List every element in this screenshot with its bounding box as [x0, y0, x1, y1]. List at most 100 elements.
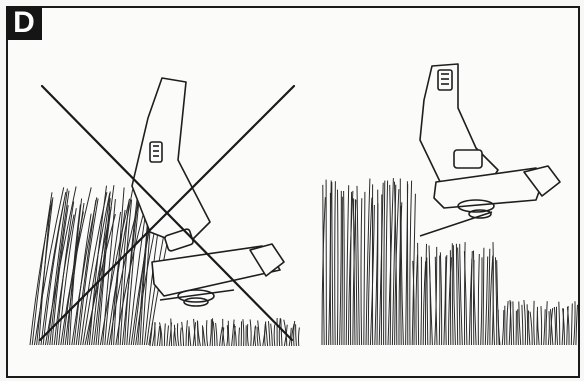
grass-blade — [385, 180, 389, 346]
grass-blade — [99, 198, 131, 346]
grass-blade — [188, 326, 192, 347]
grass-blade — [562, 308, 565, 346]
grass-blade — [555, 306, 558, 346]
grass-blade — [529, 311, 533, 346]
grass-blade — [570, 303, 573, 346]
grass-blade — [115, 209, 145, 346]
grass-blade — [329, 180, 332, 346]
grass-blade — [238, 327, 240, 347]
grass-blade — [489, 255, 494, 346]
grass-blade — [193, 318, 197, 347]
grass-blade — [119, 199, 133, 346]
grass-blade — [104, 211, 122, 346]
grass-blade — [265, 322, 269, 347]
cut-grass-right — [412, 242, 578, 346]
grass-blade — [221, 327, 225, 347]
grass-blade — [51, 205, 69, 346]
grass-blade — [575, 304, 578, 346]
grass-blade — [233, 323, 237, 347]
grass-blade — [55, 201, 75, 346]
grass-blade — [339, 190, 342, 346]
grass-blade — [117, 199, 130, 346]
grass-blade — [42, 201, 65, 346]
grass-blade — [75, 199, 97, 346]
grass-blade — [360, 198, 363, 346]
grass-blade — [149, 322, 153, 347]
grass-blade — [322, 184, 325, 346]
grass-blade — [47, 188, 68, 346]
grass-blade — [295, 324, 297, 347]
grass-blade — [73, 213, 92, 346]
grass-blade — [417, 242, 420, 346]
grass-blade — [412, 260, 415, 346]
grass-blade — [451, 243, 454, 346]
grass-blade — [533, 300, 535, 346]
trimmer-head-right — [419, 63, 561, 237]
grass-blade — [501, 310, 505, 346]
grass-blade — [159, 322, 163, 347]
grass-blade — [536, 310, 540, 346]
grass-blade — [273, 324, 276, 347]
grass-blade — [480, 257, 483, 346]
panel-label: D — [6, 6, 42, 40]
grass-blade — [424, 243, 427, 346]
grass-blade — [249, 319, 252, 347]
grass-blade — [197, 321, 201, 347]
tall-grass-right — [321, 178, 416, 346]
grass-blade — [523, 299, 527, 346]
grass-blade — [473, 250, 477, 346]
grass-blade — [58, 208, 77, 346]
grass-blade — [97, 198, 111, 346]
grass-blade — [331, 181, 334, 346]
grass-blade — [110, 209, 126, 346]
grass-blade — [159, 327, 162, 347]
grass-blade — [439, 252, 443, 346]
grass-blade — [124, 189, 139, 346]
grass-blade — [170, 318, 173, 347]
grass-blade — [457, 247, 461, 346]
grass-blade — [38, 204, 51, 346]
grass-blade — [376, 189, 379, 346]
grass-blade — [477, 253, 480, 346]
grass-blade — [173, 324, 177, 347]
grass-blade — [399, 178, 402, 346]
grass-blade — [82, 193, 111, 346]
grass-blade — [415, 254, 418, 346]
grass-blade — [113, 187, 125, 346]
grass-blade — [509, 299, 512, 346]
grass-blade — [350, 191, 353, 346]
grass-blade — [246, 324, 249, 347]
grass-blade — [527, 310, 531, 346]
grass-blade — [409, 180, 413, 346]
grass-blade — [517, 309, 519, 346]
grass-blade — [298, 327, 300, 347]
grass-blade — [463, 251, 468, 346]
grass-blade — [484, 256, 489, 346]
grass-blade — [521, 304, 524, 346]
grass-blade — [242, 319, 245, 347]
grass-blade — [482, 247, 485, 346]
grass-blade — [293, 321, 296, 347]
grass-blade — [95, 185, 115, 346]
grass-blade — [231, 319, 235, 347]
grass-blade — [561, 308, 564, 346]
grass-blade — [347, 190, 354, 346]
grass-blade — [422, 261, 427, 346]
grass-blade — [526, 304, 529, 346]
grass-blade — [352, 198, 356, 346]
grass-blade — [215, 322, 218, 347]
grass-blade — [540, 306, 543, 346]
grass-blade — [343, 190, 345, 346]
grass-blade — [547, 311, 550, 346]
grass-blade — [264, 324, 266, 347]
grass-blade — [280, 318, 283, 347]
grass-blade — [443, 256, 447, 346]
grass-blade — [506, 301, 509, 346]
grass-blade — [400, 205, 404, 346]
grass-blade — [394, 181, 398, 346]
grass-blade — [126, 203, 140, 346]
grass-blade — [411, 193, 416, 346]
grass-blade — [459, 243, 463, 346]
grass-blade — [66, 204, 81, 346]
